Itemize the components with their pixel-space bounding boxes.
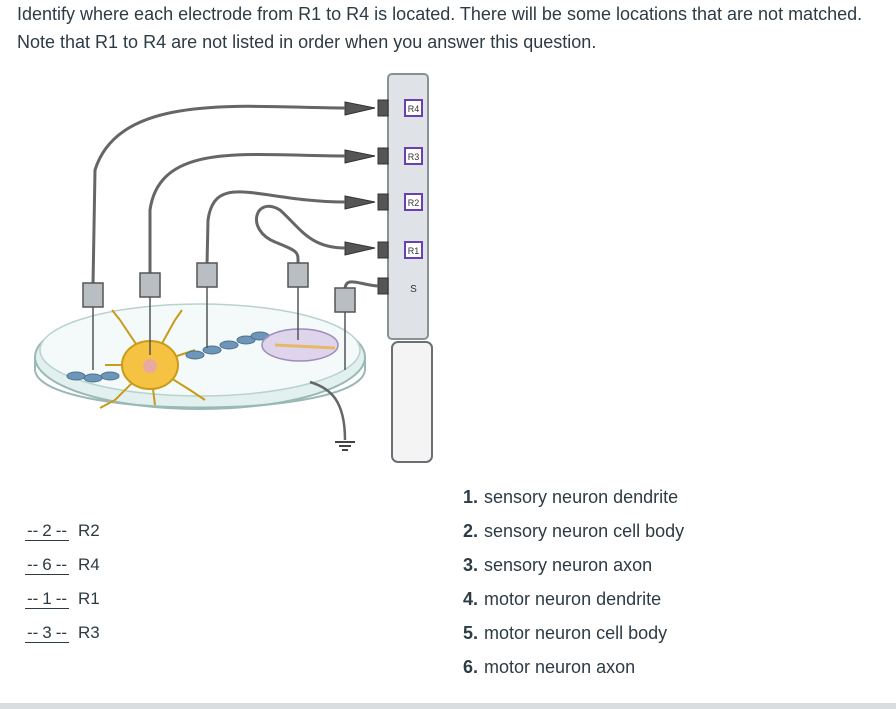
option-item: 5.motor neuron cell body bbox=[463, 622, 668, 643]
answer-label: R1 bbox=[78, 589, 100, 608]
channel-s: S bbox=[410, 284, 417, 295]
answer-input[interactable]: --6-- bbox=[24, 555, 70, 575]
option-item: 4.motor neuron dendrite bbox=[463, 588, 662, 609]
svg-text:R4: R4 bbox=[408, 104, 420, 114]
svg-text:R3: R3 bbox=[408, 152, 420, 162]
answer-input[interactable]: --2-- bbox=[24, 521, 70, 541]
channel-r1: R1 bbox=[404, 241, 423, 259]
answer-row: --3-- R3 bbox=[22, 616, 100, 650]
channel-r2: R2 bbox=[404, 193, 423, 211]
channel-r4: R4 bbox=[404, 99, 423, 117]
answer-label: R3 bbox=[78, 623, 100, 642]
answer-label: R2 bbox=[78, 521, 100, 540]
answer-row: --6-- R4 bbox=[22, 548, 100, 582]
option-item: 6.motor neuron axon bbox=[463, 656, 636, 677]
svg-text:R1: R1 bbox=[408, 246, 420, 256]
question-text: Identify where each electrode from R1 to… bbox=[17, 4, 863, 52]
answer-row: --2-- R2 bbox=[22, 514, 100, 548]
option-list: 1.sensory neuron dendrite 2.sensory neur… bbox=[463, 480, 684, 684]
answer-input[interactable]: --3-- bbox=[24, 623, 70, 643]
option-item: 2.sensory neuron cell body bbox=[463, 520, 685, 541]
svg-text:R2: R2 bbox=[408, 198, 420, 208]
channel-r3: R3 bbox=[404, 147, 423, 165]
bottom-divider bbox=[0, 703, 896, 709]
answer-row: --1-- R1 bbox=[22, 582, 100, 616]
answer-list: --2-- R2 --6-- R4 --1-- R1 --3-- R3 bbox=[22, 514, 100, 650]
option-item: 3.sensory neuron axon bbox=[463, 554, 653, 575]
answer-label: R4 bbox=[78, 555, 100, 574]
answer-input[interactable]: --1-- bbox=[24, 589, 70, 609]
electrode-figure: R4 R3 R2 R1 S bbox=[0, 70, 440, 470]
option-item: 1.sensory neuron dendrite bbox=[463, 486, 679, 507]
